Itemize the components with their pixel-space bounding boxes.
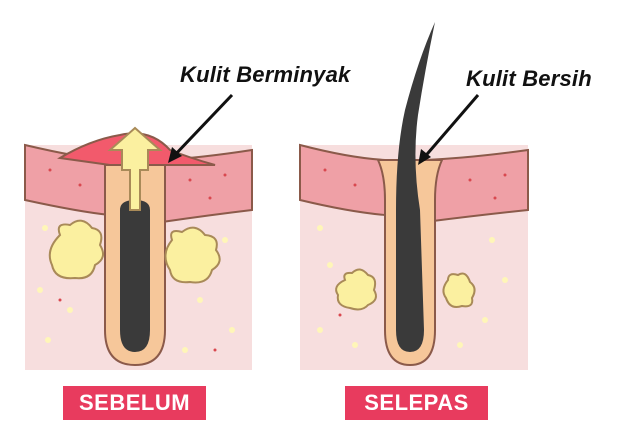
after-panel	[299, 22, 529, 370]
after-dots	[317, 168, 508, 348]
after-skin-layer-right	[424, 148, 529, 224]
before-oil-gland-right	[164, 226, 221, 284]
after-annotation: Kulit Bersih	[466, 66, 592, 91]
before-oil-gland-left	[48, 219, 105, 280]
before-arrow	[168, 93, 234, 163]
after-arrow	[418, 94, 480, 165]
before-hair	[120, 200, 150, 352]
after-hair	[396, 22, 435, 352]
before-label-badge: SEBELUM	[63, 386, 206, 420]
after-label-badge: SELEPAS	[345, 386, 488, 420]
before-panel	[24, 93, 253, 370]
before-sebum-plug	[107, 126, 163, 211]
before-dots	[37, 168, 235, 353]
after-oil-gland-right	[442, 272, 476, 308]
after-oil-gland-left	[335, 268, 377, 311]
before-annotation: Kulit Berminyak	[180, 62, 351, 87]
